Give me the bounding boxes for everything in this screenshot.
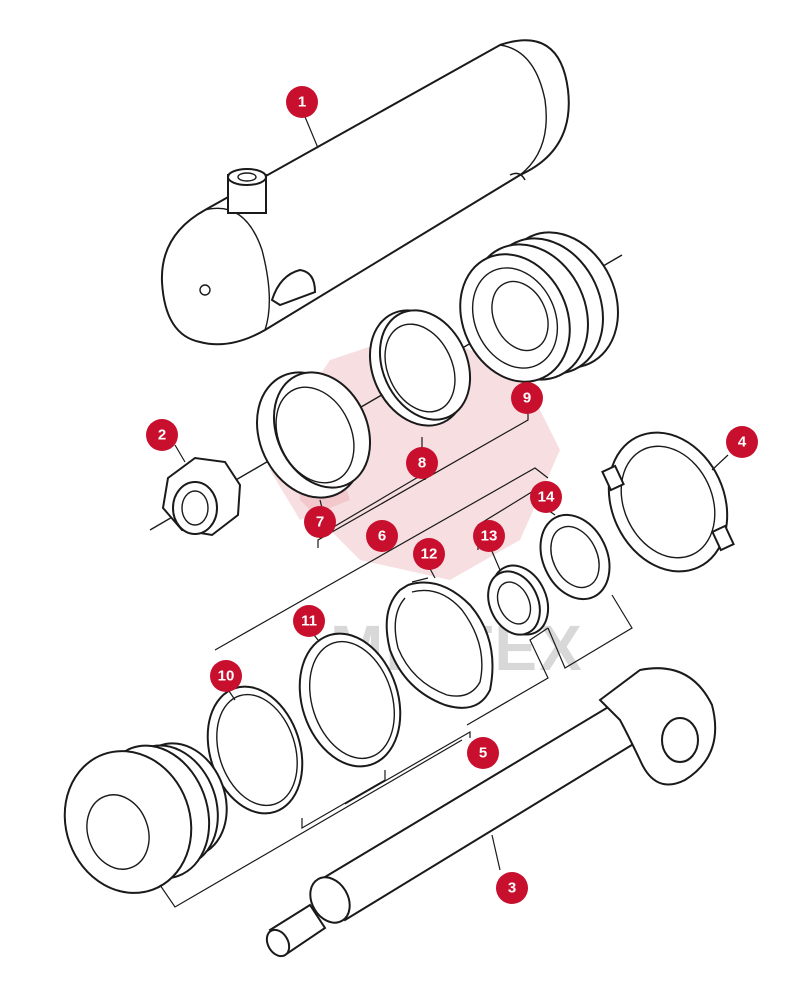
callout-3: 3 (496, 872, 528, 904)
cylinder-barrel (160, 39, 570, 346)
callout-4: 4 (726, 426, 758, 458)
split-ring (385, 577, 494, 709)
callout-10: 10 (210, 660, 242, 692)
svg-text:7: 7 (316, 514, 324, 531)
callout-7: 7 (304, 506, 336, 538)
svg-text:11: 11 (301, 613, 317, 630)
callout-5: 5 (467, 737, 499, 769)
piston-seal-ring-13 (487, 564, 550, 636)
svg-text:4: 4 (738, 434, 747, 451)
wiper-seal (256, 371, 372, 499)
piston (63, 742, 228, 894)
svg-text:10: 10 (218, 668, 235, 685)
svg-text:1: 1 (298, 94, 306, 111)
gland-head (459, 231, 619, 383)
svg-text:13: 13 (481, 528, 498, 545)
svg-text:9: 9 (523, 390, 531, 407)
callout-8: 8 (406, 447, 438, 479)
callout-13: 13 (473, 520, 505, 552)
hex-nut (161, 456, 242, 537)
svg-text:2: 2 (158, 427, 166, 444)
o-ring-11 (298, 632, 402, 768)
rod-seal (368, 309, 472, 427)
callout-14: 14 (530, 481, 562, 513)
svg-text:12: 12 (421, 546, 438, 563)
callout-6: 6 (366, 520, 398, 552)
piston-seal-ring-14 (539, 513, 611, 601)
callout-11: 11 (293, 605, 325, 637)
svg-text:14: 14 (538, 489, 555, 506)
lock-ring (601, 431, 735, 573)
callout-1: 1 (286, 86, 318, 118)
svg-text:5: 5 (479, 745, 487, 762)
callout-2: 2 (146, 419, 178, 451)
svg-text:6: 6 (378, 528, 386, 545)
svg-text:8: 8 (418, 455, 426, 472)
callout-12: 12 (413, 538, 445, 570)
callout-9: 9 (511, 382, 543, 414)
svg-text:3: 3 (508, 880, 516, 897)
piston-rod (265, 667, 717, 958)
o-ring-10 (206, 685, 304, 815)
